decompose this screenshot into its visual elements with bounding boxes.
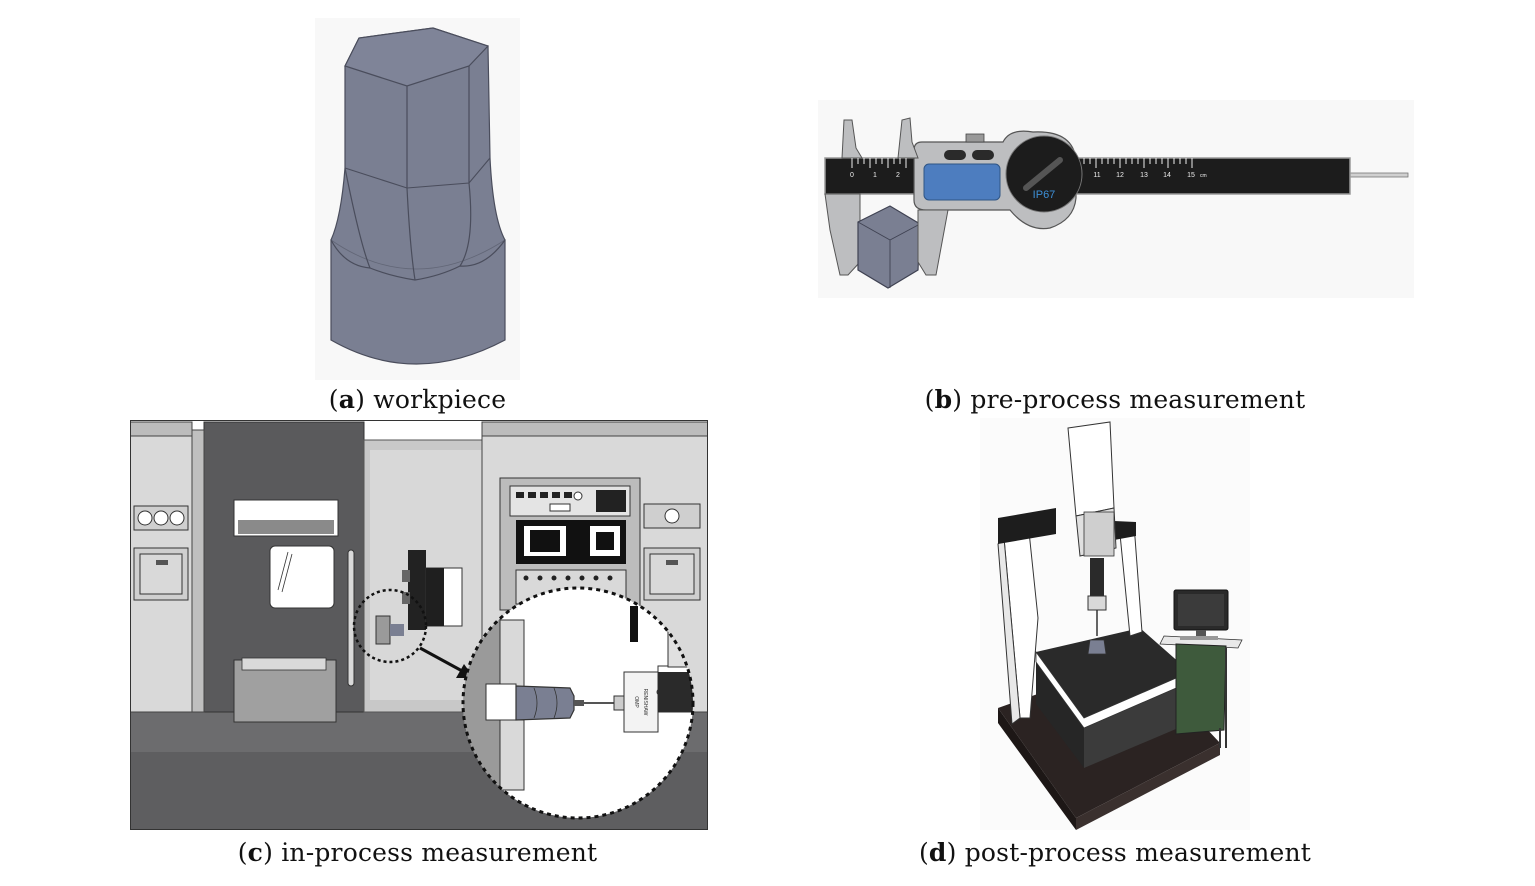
caliper-illustration: IP67 0 1 2 11 12 13 14 15 cm (818, 100, 1414, 298)
workpiece-illustration (315, 18, 520, 380)
panel-d-cmm (980, 418, 1250, 830)
caption-a: (a) workpiece (328, 385, 507, 414)
caliper-rating-label: IP67 (1033, 189, 1056, 201)
caption-b: (b) pre-process measurement (924, 385, 1306, 414)
panel-b-caliper: IP67 0 1 2 11 12 13 14 15 cm (818, 100, 1414, 298)
caption-c: (c) in-process measurement (237, 838, 598, 867)
scale-label-14: 14 (1163, 172, 1171, 179)
scale-label-12: 12 (1116, 172, 1124, 179)
scale-label-15: 15 (1187, 172, 1195, 179)
scale-label-11: 11 (1093, 172, 1100, 179)
scale-unit: cm (1200, 173, 1207, 179)
caption-d: (d) post-process measurement (918, 838, 1312, 867)
probe-brand-label: RENISHAW (642, 689, 648, 716)
panel-c-machine: RENISHAW OMP (130, 420, 708, 830)
machine-tool-illustration: RENISHAW OMP (130, 420, 708, 830)
panel-a-workpiece (315, 18, 520, 380)
scale-label-1: 1 (873, 172, 877, 179)
scale-label-0: 0 (850, 172, 854, 179)
scale-label-2: 2 (896, 172, 900, 179)
scale-label-13: 13 (1140, 172, 1148, 179)
probe-model-label: OMP (633, 696, 639, 708)
cmm-illustration (980, 418, 1250, 830)
